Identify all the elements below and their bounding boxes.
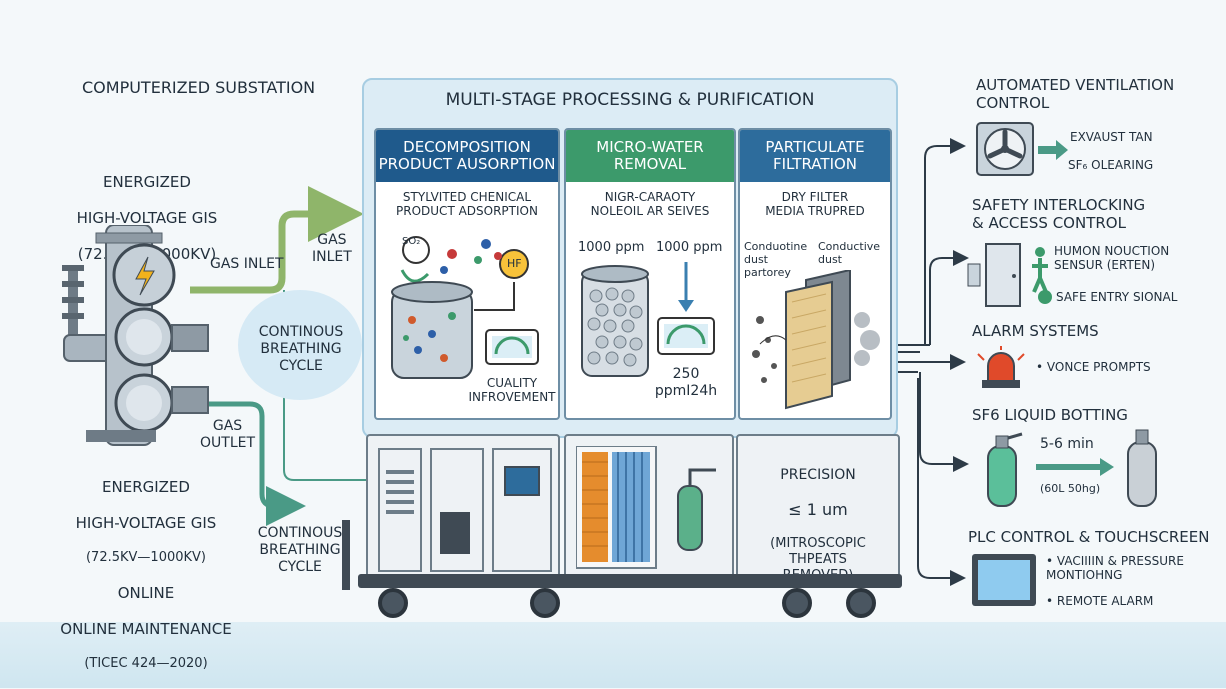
stage-particulate: PARTICULATE FILTRATION DRY FILTER MEDIA … — [738, 128, 892, 420]
sf6-bottling-title: SF6 LIQUID BOTTING — [972, 406, 1128, 424]
vacuum-pressure-label: • VACIIIIN & PRESSURE MONTIOHNG — [1046, 554, 1184, 583]
vent-arrow-icon — [1038, 140, 1068, 160]
breathing-cycle-label-2: CONTINOUS BREATHING CYCLE — [257, 525, 343, 575]
floor-band — [0, 622, 1226, 688]
molecular-sieve-icon — [581, 262, 715, 377]
precision-label: PRECISION ≤ 1 um (MITROSCOPIC THPEATS RE… — [738, 450, 898, 600]
trailer-chassis — [358, 574, 902, 588]
bottling-weight-label: (60L 50hg) — [1040, 482, 1101, 495]
dry-filter-icon — [752, 270, 880, 410]
stage-micro-water: MICRO-WATER REMOVAL NIGR-CARAOTY NOLEOIL… — [564, 128, 736, 420]
chem-so2-label: SO₂ — [402, 236, 421, 247]
safe-entry-label: SAFE ENTRY SIONAL — [1056, 290, 1178, 304]
gis-bottom-line2: HIGH-VOLTAGE GIS — [75, 514, 217, 532]
precision-cabinet: PRECISION ≤ 1 um (MITROSCOPIC THPEATS RE… — [736, 434, 900, 583]
control-cabinet — [366, 434, 560, 580]
adsorption-tank-icon — [391, 236, 539, 379]
breathing-cycle-label-1: CONTINOUS BREATHING CYCLE — [258, 324, 344, 374]
precision-line2: ≤ 1 um — [788, 500, 848, 520]
bottling-time-label: 5-6 min — [1040, 436, 1094, 452]
stage-1-footer: CUALITY INFROVEMENT — [468, 376, 556, 405]
cabinet-door-3 — [492, 448, 552, 572]
dust-label-1: Conduotine dust partorey — [744, 240, 808, 280]
touchscreen-icon — [972, 554, 1036, 606]
trailer-hitch — [342, 520, 350, 590]
exhaust-fan-label: EXVAUST TAN — [1070, 130, 1153, 144]
exhaust-fan-icon — [976, 122, 1034, 176]
purification-cabinet — [564, 434, 734, 580]
gis-bottom-line3: (72.5KV—1000KV) — [85, 550, 206, 565]
alarm-title: ALARM SYSTEMS — [972, 322, 1099, 340]
stage-3-header: PARTICULATE FILTRATION — [740, 130, 890, 182]
sf6-cylinder-green-icon — [987, 432, 1023, 507]
gas-inlet-label-2: GAS INLET — [312, 232, 352, 265]
wheel-4 — [846, 588, 876, 618]
gis-top-line1: ENERGIZED — [103, 173, 191, 191]
gis-top-line2: HIGH-VOLTAGE GIS — [76, 209, 218, 227]
gis-bottom-line5: ONLINE MAINTENANCE — [60, 619, 232, 638]
access-door-icon — [967, 243, 1048, 307]
breaker-panel-icon — [440, 512, 470, 554]
stage-1-desc: STYLVITED CHENICAL PRODUCT ADSORPTION — [396, 190, 538, 219]
breathing-cycle-circle — [238, 290, 362, 400]
safety-title: SAFETY INTERLOCKING & ACCESS CONTROL — [972, 196, 1146, 232]
stage-2-header: MICRO-WATER REMOVAL — [566, 130, 734, 182]
stage-3-desc: DRY FILTER MEDIA TRUPRED — [765, 190, 865, 219]
wheel-2 — [530, 588, 560, 618]
feed-line — [283, 290, 368, 481]
right-trunk-line — [894, 344, 935, 373]
gis-bottom-line6: (TICEC 424—2020) — [84, 655, 208, 671]
sf6-clearing-label: SF₆ OLEARING — [1068, 158, 1154, 172]
gis-bottom-label: ENERGIZED HIGH-VOLTAGE GIS (72.5KV—1000K… — [46, 460, 246, 689]
gas-inlet-label-1: GAS INLET — [210, 256, 284, 272]
gis-apparatus-icon — [62, 225, 209, 446]
alarm-beacon-icon — [977, 346, 1025, 388]
safe-entry-indicator-icon — [1038, 290, 1052, 304]
wheel-1 — [378, 588, 408, 618]
voice-prompts-label: • VONCE PROMPTS — [1036, 360, 1151, 374]
dust-label-2: Conductive dust — [818, 240, 881, 267]
stage-2-desc: NIGR-CARAOTY NOLEOIL AR SEIVES — [590, 190, 710, 219]
bottling-arrow-icon — [1036, 458, 1114, 476]
substation-title: COMPUTERIZED SUBSTATION — [82, 78, 316, 97]
filter-cartridge-icon — [576, 446, 716, 569]
arrow-to-sf6 — [919, 372, 969, 472]
gas-inlet-arrow — [190, 186, 364, 294]
cabinet-screen-icon — [504, 466, 540, 496]
arrow-to-plc — [917, 378, 966, 586]
precision-line1: PRECISION — [780, 466, 856, 483]
gas-outlet-label: GAS OUTLET — [200, 418, 256, 451]
stage-decomposition: DECOMPOSITION PRODUCT AUSORPTION STYLVIT… — [374, 128, 560, 420]
stage-1-header: DECOMPOSITION PRODUCT AUSORPTION — [376, 130, 558, 182]
panel-title: MULTI-STAGE PROCESSING & PURIFICATION — [445, 90, 815, 110]
cabinet-door-1 — [378, 448, 422, 572]
plc-title: PLC CONTROL & TOUCHSCREEN — [968, 528, 1210, 546]
arrow-to-ventilation — [924, 138, 966, 345]
gas-outlet-arrow — [190, 401, 306, 526]
gis-bottom-line1: ENERGIZED — [102, 478, 190, 496]
arrow-to-safety — [929, 250, 969, 345]
remote-alarm-label: • REMOTE ALARM — [1046, 594, 1154, 608]
sf6-cylinder-grey-icon — [1127, 429, 1157, 507]
ventilation-title: AUTOMATED VENTILATION CONTROL — [976, 76, 1175, 112]
stage-2-ppm-1: 1000 ppm — [578, 240, 645, 255]
stage-2-ppm-2: 1000 ppm — [656, 240, 723, 255]
wheel-3 — [782, 588, 812, 618]
chem-hf-label: HF — [507, 257, 522, 270]
human-sensor-label: HUMON NOUCTION SENSUR (ERTEN) — [1054, 244, 1170, 273]
cabinet-door-2 — [430, 448, 484, 572]
gis-bottom-line4: ONLINE — [117, 583, 175, 602]
stage-2-footer: 250 ppmI24h — [654, 366, 718, 399]
